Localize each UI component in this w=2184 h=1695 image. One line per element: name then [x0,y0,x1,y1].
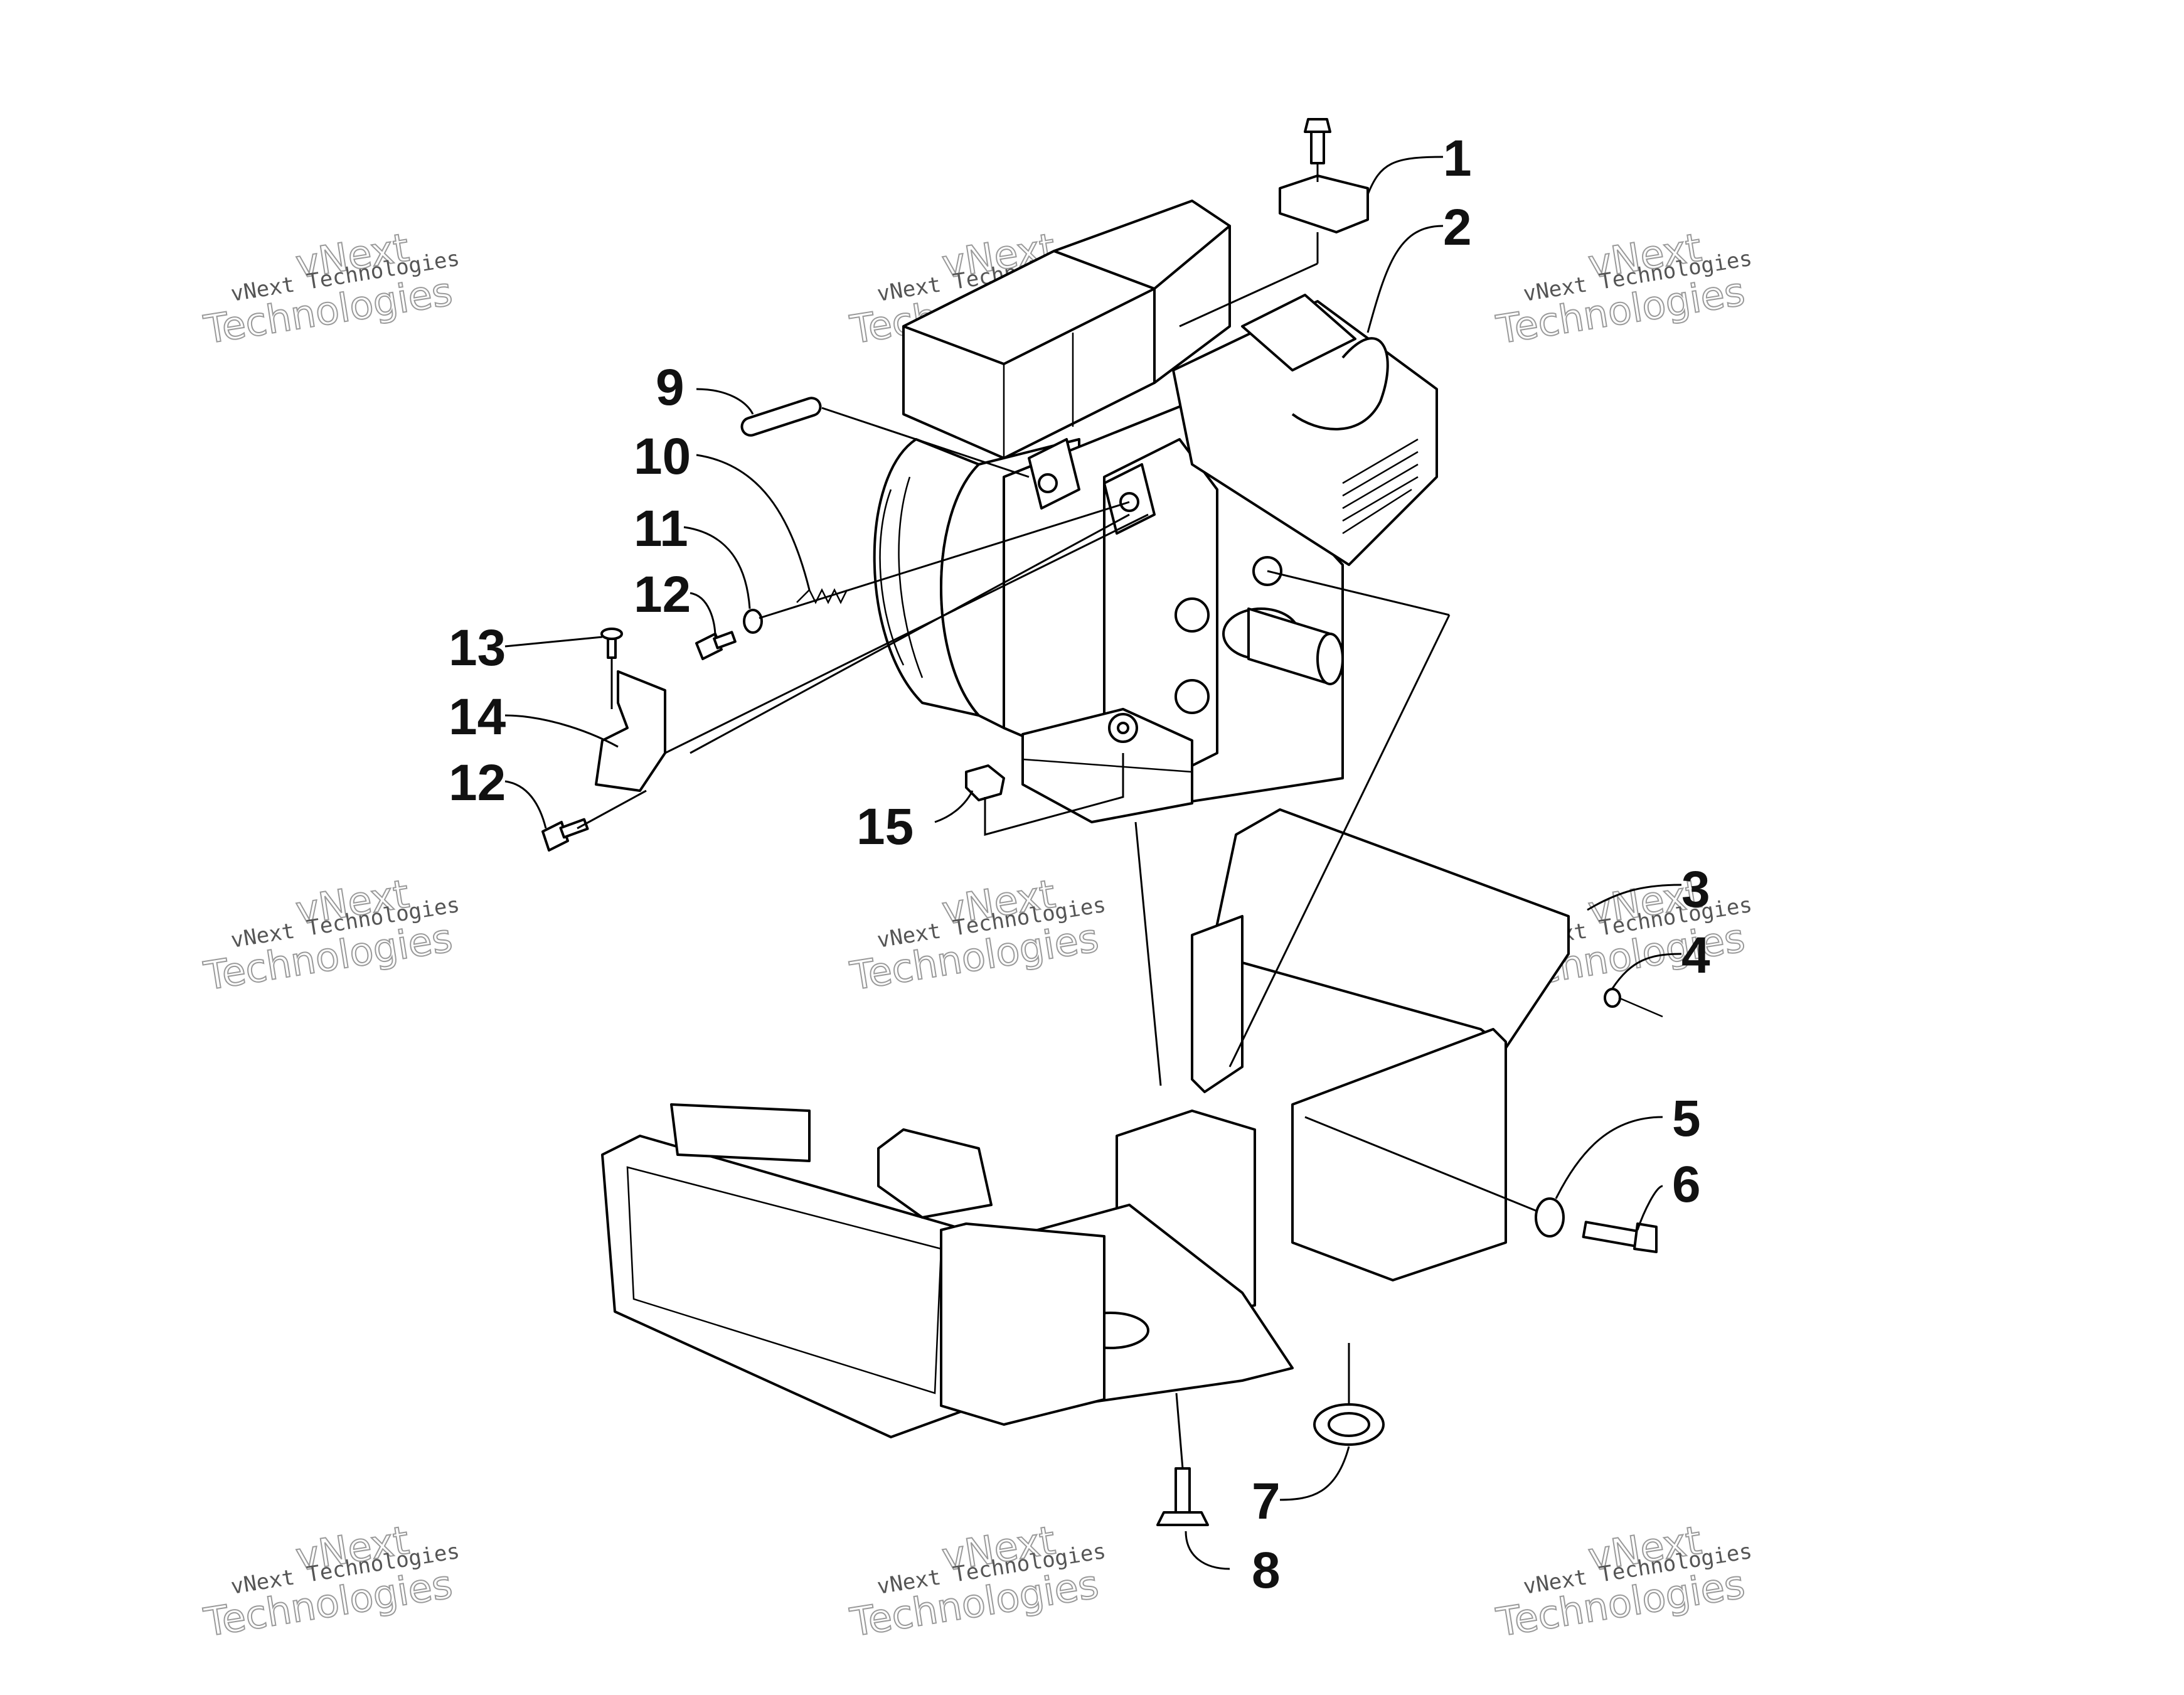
callout-5: 5 [1672,1090,1701,1147]
engine-air-box [902,200,1231,459]
callout-1: 1 [1443,130,1472,187]
hardware [541,118,1663,1526]
part-10-spring [796,588,848,604]
part-1-clip [1279,174,1369,233]
callouts: 1 2 3 4 5 6 7 8 9 10 11 12 13 14 12 15 [449,130,1710,1599]
part-8-bolt [1156,1467,1209,1526]
callout-12-lower: 12 [449,754,506,811]
callout-15: 15 [856,798,914,855]
part-7-grommet [1313,1403,1385,1446]
engine-starter [1108,713,1138,743]
callout-7: 7 [1252,1473,1281,1530]
part-12-bolt-lower [541,818,589,852]
watermark-tile: vNext vNext Technologies Technologies [200,223,461,353]
callout-11: 11 [634,500,688,557]
part-13-screw [600,628,623,659]
callout-4: 4 [1681,927,1710,984]
engine-mount-plate [601,808,1570,1438]
part-14-bracket [595,670,666,792]
part-4-pin [1604,988,1663,1018]
engine-mounting-base [1021,708,1193,823]
watermark-tile: vNext vNext Technologies Technologies [200,1516,461,1646]
engine [873,200,1438,823]
engine-output-shaft [1222,607,1344,685]
callout-9: 9 [656,359,684,416]
engine-cylinder-head [1172,294,1438,566]
part-15-nut [965,764,1005,801]
mount-plate-back-panel [1210,808,1570,1049]
watermark-tile: vNext vNext Technologies Technologies [846,870,1107,1000]
assembly-lines [577,163,1538,1469]
part-12-bolt-upper [695,631,737,660]
part-9-key [740,397,822,437]
callout-8: 8 [1252,1542,1281,1599]
mount-plate-front-right-panel [940,1222,1105,1426]
leader-lines [504,156,1682,1570]
mount-plate-left-wall [1191,915,1244,1093]
callout-2: 2 [1443,199,1472,256]
mount-plate-top-flange [670,1103,811,1162]
callout-13: 13 [449,619,506,676]
watermark-tile: vNext vNext Technologies Technologies [846,1516,1107,1646]
callout-14: 14 [449,688,506,746]
callout-12-upper: 12 [634,566,691,623]
mount-plate-hinge-bracket [877,1128,993,1219]
part-11-washer [743,609,763,634]
part-5-washer [1535,1197,1565,1238]
watermark-tile: vNext vNext Technologies Technologies [1493,1516,1754,1646]
watermark-tile: vNext vNext Technologies Technologies [200,870,461,1000]
part-6-bolt [1582,1221,1658,1253]
bolt-icon [1304,118,1331,164]
callout-10: 10 [634,428,691,485]
callout-3: 3 [1681,861,1710,918]
callout-6: 6 [1672,1156,1701,1213]
watermark-tile: vNext vNext Technologies Technologies [1493,223,1754,353]
